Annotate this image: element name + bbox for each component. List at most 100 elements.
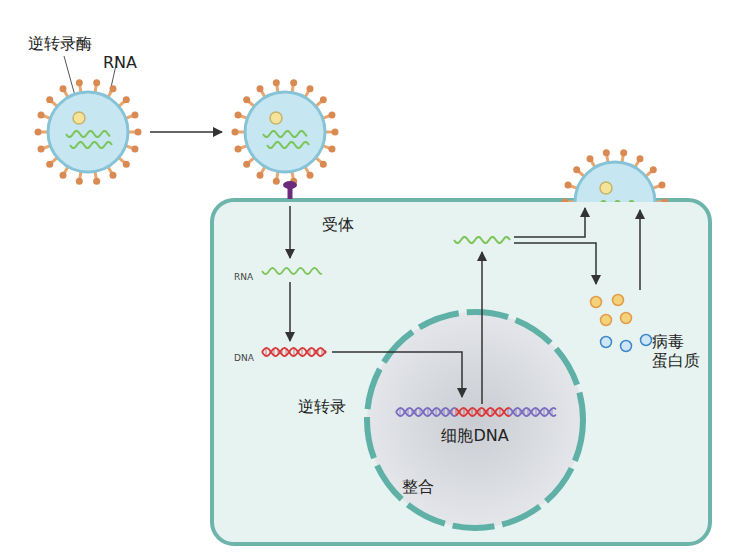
viral-protein [641,335,652,346]
nucleus [367,312,583,528]
process-arrow [332,352,462,397]
spike-head [257,85,264,92]
dna-strand [310,348,316,352]
dna-strand [426,412,432,416]
spike-head [131,111,138,118]
rna-strand [593,201,637,202]
dna-strand [480,412,486,416]
dna-strand [420,409,426,416]
dna-strand [510,409,516,416]
dna-strand [292,352,298,356]
dna-rung [428,408,429,416]
dna-strand [280,352,286,356]
dna-strand [286,349,292,356]
dna-strand [546,409,552,416]
dna-strand [468,408,474,412]
dna-strand [414,412,420,416]
dna-strand [462,412,468,416]
dna-strand [426,408,432,412]
viral-envelope [575,162,655,202]
spike-head [573,166,580,173]
uncoat-arrow [289,206,291,258]
dna-strand [468,412,474,416]
viral-envelope [245,92,325,172]
viral-envelope [48,92,128,172]
dna-strand [274,348,280,352]
dna-rung [472,408,473,416]
viral-protein [621,341,632,352]
dna-strand [552,408,556,409]
virus-particle [562,149,669,202]
process-arrow [289,282,291,341]
dna-strand [286,349,292,356]
annotation-label: 受体 [322,215,743,234]
dna-strand [474,409,480,416]
dna-strand [408,412,414,416]
dna-strand [304,349,310,356]
node-label: DNA [234,353,254,364]
dna-strand [522,408,528,412]
rna-strand [263,131,307,137]
diagram-node: 细胞DNA [392,398,558,452]
spike-head [332,129,339,136]
dna-strand [444,412,450,416]
dna-strand [402,409,408,416]
rna-strand [262,268,322,274]
dna-strand [408,408,414,412]
virus-particle [232,79,339,184]
dna-strand [268,349,274,356]
dna-strand [322,349,326,354]
rna-strand [70,142,112,148]
viral-protein [621,313,632,324]
dna-strand [316,352,322,356]
dna-strand [420,409,426,416]
dna-strand [492,409,498,416]
dna-strand [486,408,492,412]
spike-head [38,146,45,153]
spike-head [243,161,250,168]
spike-head [587,155,594,162]
translation-arrow [514,243,596,284]
dna-strand [462,408,468,412]
spike-head [320,161,327,168]
spike-head [273,178,280,185]
virus-particle [35,79,142,184]
dna-strand [498,412,504,416]
dna-strand [438,409,444,416]
dna-strand [534,408,540,412]
spike-head [38,111,45,118]
dna-strand [262,352,268,356]
dna-strand [438,409,444,416]
spike-head [131,146,138,153]
spike-head [603,149,610,156]
dna-rung [266,348,267,356]
dna-strand [504,412,510,416]
packaging-arrow [514,208,585,237]
dna-strand [492,409,498,416]
spike-head [637,155,644,162]
rna-strand [66,131,110,137]
dna-strand [396,408,402,412]
assembly-arrow [639,210,641,290]
spike-head [110,85,117,92]
annotation-label: 病毒 蛋白质 [652,332,704,370]
dna-strand [396,412,402,416]
spike-head [307,85,314,92]
dna-strand [432,408,438,412]
reverse-transcriptase [73,112,85,124]
dna-rung [536,408,537,416]
dna-strand [510,409,516,416]
spike-head [328,146,335,153]
dna-strand [522,412,528,416]
node-label: 细胞DNA [392,426,558,445]
rna-strand [454,237,510,243]
viral-protein [601,337,612,348]
spike-head [320,96,327,103]
spike-head [662,199,669,203]
viral-protein [613,295,624,306]
spike-head [565,181,572,188]
cell-membrane [212,200,710,544]
dna-strand [280,348,286,352]
